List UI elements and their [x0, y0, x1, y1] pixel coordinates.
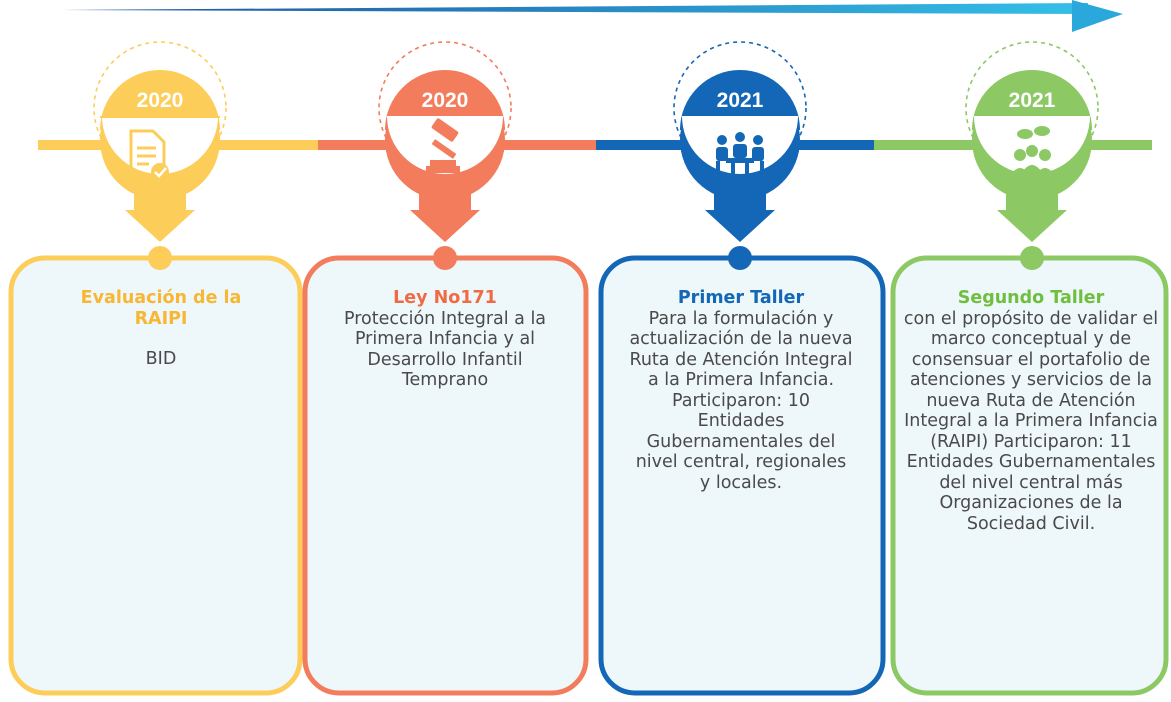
- milestone-2-icon-area: [387, 116, 503, 174]
- milestone-2-year: 2020: [422, 89, 469, 112]
- card-3-dot: [728, 246, 752, 270]
- milestone-3: 2021: [673, 41, 807, 242]
- milestone-4: 2021: [965, 41, 1099, 242]
- card-3-title: Primer Taller: [677, 288, 805, 308]
- milestone-2: 2020: [378, 41, 512, 242]
- meeting-icon: [716, 132, 764, 177]
- milestone-1-year: 2020: [137, 89, 184, 112]
- card-4-title: Segundo Taller: [957, 288, 1105, 308]
- card-1-title: Evaluación de la RAIPI: [80, 288, 242, 329]
- card-3-body: Para la formulación y actualización de l…: [629, 308, 853, 493]
- card-4-body: con el propósito de validar el marco con…: [903, 308, 1159, 534]
- discussion-group-icon: [1010, 126, 1055, 176]
- card-1-dot: [148, 246, 172, 270]
- card-2-text: Ley No171 Protección Integral a la Prime…: [322, 288, 568, 391]
- milestone-3-year: 2021: [717, 89, 764, 112]
- card-2-body: Protección Integral a la Primera Infanci…: [343, 308, 547, 391]
- milestone-4-year: 2021: [1009, 89, 1056, 112]
- gavel-icon: [426, 118, 460, 173]
- document-check-icon: [129, 129, 166, 182]
- card-1-body: BID: [145, 349, 177, 369]
- timeline-direction-arrow: [62, 0, 1123, 32]
- card-4-dot: [1020, 246, 1044, 270]
- card-2-title: Ley No171: [393, 288, 497, 308]
- card-1-text: Evaluación de la RAIPI BID: [41, 288, 281, 370]
- card-3-text: Primer Taller Para la formulación y actu…: [628, 288, 854, 493]
- card-2-dot: [433, 246, 457, 270]
- card-4-text: Segundo Taller con el propósito de valid…: [900, 288, 1162, 534]
- milestone-1: 2020: [93, 41, 227, 242]
